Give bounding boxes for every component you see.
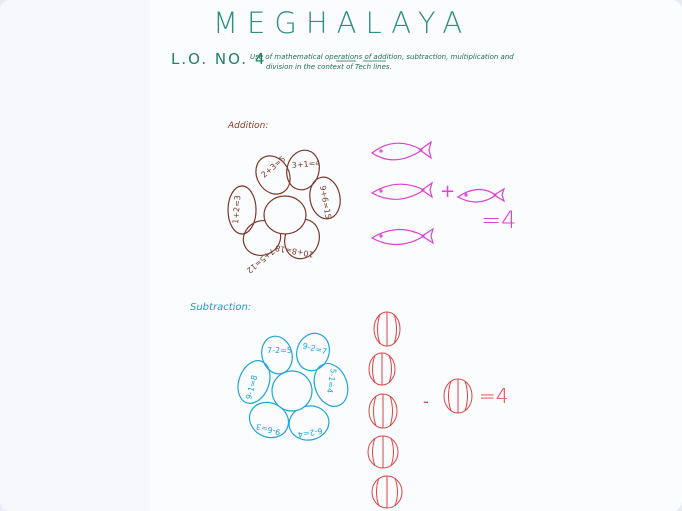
fish-4 [372, 229, 433, 245]
fish-3 [458, 189, 504, 202]
subtraction-petal-text-6: 9-1=8 [244, 374, 259, 400]
page-title: MEGHALAYA [213, 6, 471, 40]
addition-petal-text-3: 9+6=15 [318, 185, 333, 220]
addition-petal-1 [249, 150, 297, 201]
addition-flower-center [264, 196, 306, 234]
melon-3 [369, 394, 397, 428]
lo-description-line-1: Use of mathematical operations of additi… [250, 53, 514, 61]
addition-petal-text-6: 1+2=3 [231, 195, 242, 224]
addition-label: Addition: [228, 121, 268, 131]
subtraction-petal-text-3: 5-1=4 [325, 368, 338, 394]
fish-2 [372, 183, 432, 199]
subtraction-result: =4 [479, 384, 508, 408]
addition-plus-sign: + [440, 181, 455, 202]
subtraction-label: Subtraction: [190, 302, 251, 313]
addition-petal-text-1: 2+3=5 [260, 154, 288, 179]
melon-4 [368, 436, 398, 468]
addition-petal-text-2: 3+1=4 [291, 159, 320, 170]
subtraction-petal-text-1: 7-2=5 [267, 346, 292, 355]
fish-1 [372, 142, 431, 160]
melon-5 [372, 476, 402, 508]
melon-2 [369, 353, 395, 385]
subtraction-flower-center [272, 371, 312, 411]
subtraction-minus-sign: - [423, 392, 429, 411]
melon-1 [374, 312, 400, 346]
addition-petal-text-5: 7+5=12 [245, 246, 277, 275]
subtraction-petal-text-2: 9-2=7 [301, 341, 327, 356]
addition-petal-text-4: 10+8=18 [275, 243, 315, 259]
melon-single [444, 379, 472, 413]
addition-result: =4 [481, 206, 516, 234]
lo-description-line-2: division in the context of Tech lines. [266, 63, 392, 71]
